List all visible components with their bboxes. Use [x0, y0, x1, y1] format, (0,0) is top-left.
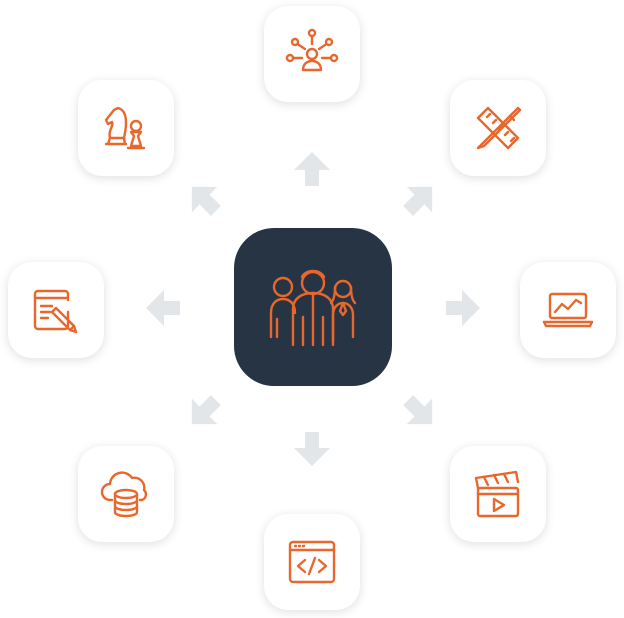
arrow-down-right	[395, 387, 445, 437]
node-form-edit	[8, 262, 104, 358]
arrow-up-right	[395, 174, 445, 224]
node-chess-strategy	[78, 80, 174, 176]
clapperboard-video-icon	[474, 470, 520, 518]
node-design-tools	[450, 80, 546, 176]
chess-strategy-icon	[104, 106, 146, 150]
network-user-icon	[285, 28, 339, 72]
team-people-icon	[269, 269, 357, 347]
node-network-user	[264, 6, 360, 102]
design-tools-icon	[476, 106, 522, 150]
code-window-icon	[288, 540, 336, 584]
arrow-up-left	[179, 174, 229, 224]
arrow-down-left	[179, 387, 229, 437]
center-team-tile	[234, 228, 392, 386]
node-cloud-database	[78, 446, 174, 542]
arrow-down	[294, 432, 330, 466]
cloud-database-icon	[100, 471, 148, 518]
laptop-chart-icon	[542, 292, 594, 328]
arrow-right	[446, 290, 480, 326]
node-clapperboard	[450, 446, 546, 542]
arrow-up	[294, 152, 330, 186]
form-edit-icon	[33, 289, 78, 334]
node-laptop-chart	[520, 262, 616, 358]
node-code-window	[264, 514, 360, 610]
arrow-left	[146, 290, 180, 326]
